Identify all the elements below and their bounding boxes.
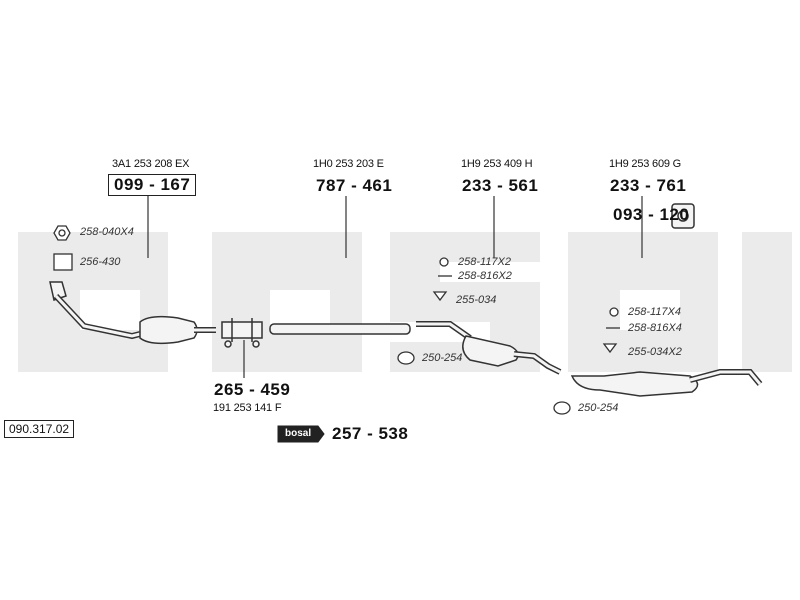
hanger-b-icon [602, 343, 618, 354]
bolt-b-label[interactable]: 258-816X4 [628, 322, 682, 334]
front-pipe-catalyst [49, 281, 216, 345]
leader-lines [147, 196, 643, 378]
clamp-oem: 191 253 141 F [213, 402, 282, 414]
middle-pipe-oem: 1H0 253 203 E [313, 158, 384, 170]
u-clamp-icon [397, 351, 415, 365]
bolt-a-label[interactable]: 258-816X2 [458, 270, 512, 282]
center-silencer-part-number[interactable]: 233 - 561 [462, 176, 539, 195]
ring-b-label[interactable]: 258-117X4 [628, 306, 682, 318]
rear-silencer-part-number[interactable]: 233 - 761 [610, 176, 687, 195]
center-silencer-oem: 1H9 253 409 H [461, 158, 533, 170]
hanger-icon [432, 291, 448, 302]
hanger-b-label[interactable]: 255-034X2 [628, 346, 682, 358]
center-silencer-part [416, 321, 562, 375]
watermark-l [742, 232, 792, 372]
middle-pipe-part [269, 323, 411, 335]
paste-logo: bosal [285, 428, 312, 439]
clamp-part-number[interactable]: 265 - 459 [214, 380, 291, 399]
bosal-watermark [18, 232, 792, 372]
nut-hole-icon [58, 229, 66, 237]
rear-silencer-part [570, 369, 763, 397]
clamp-a-label[interactable]: 250-254 [422, 352, 463, 364]
ring-icon [439, 257, 449, 267]
paste-tube-icon [277, 425, 325, 443]
mount-part-number[interactable]: 093 - 120 [613, 205, 690, 224]
ring-b-icon [609, 307, 619, 317]
gasket-label[interactable]: 258-040X4 [80, 226, 134, 238]
front-pipe-oem: 3A1 253 208 EX [112, 158, 190, 170]
hanger-a-label[interactable]: 255-034 [456, 294, 497, 306]
flange-gasket-label[interactable]: 256-430 [80, 256, 121, 268]
u-clamp-b-icon [553, 401, 571, 415]
paste-part-number[interactable]: 257 - 538 [332, 424, 409, 443]
clamp-part [221, 318, 263, 348]
flange-gasket-icon [53, 253, 73, 271]
front-pipe-part-number[interactable]: 099 - 167 [108, 174, 197, 196]
clamp-b-label[interactable]: 250-254 [578, 402, 619, 414]
middle-pipe-part-number[interactable]: 787 - 461 [316, 176, 393, 195]
ring-a-label[interactable]: 258-117X2 [458, 256, 512, 268]
rear-silencer-oem: 1H9 253 609 G [609, 158, 682, 170]
mount-093-120-icon [671, 203, 695, 229]
diagram-code: 090.317.02 [4, 420, 75, 438]
